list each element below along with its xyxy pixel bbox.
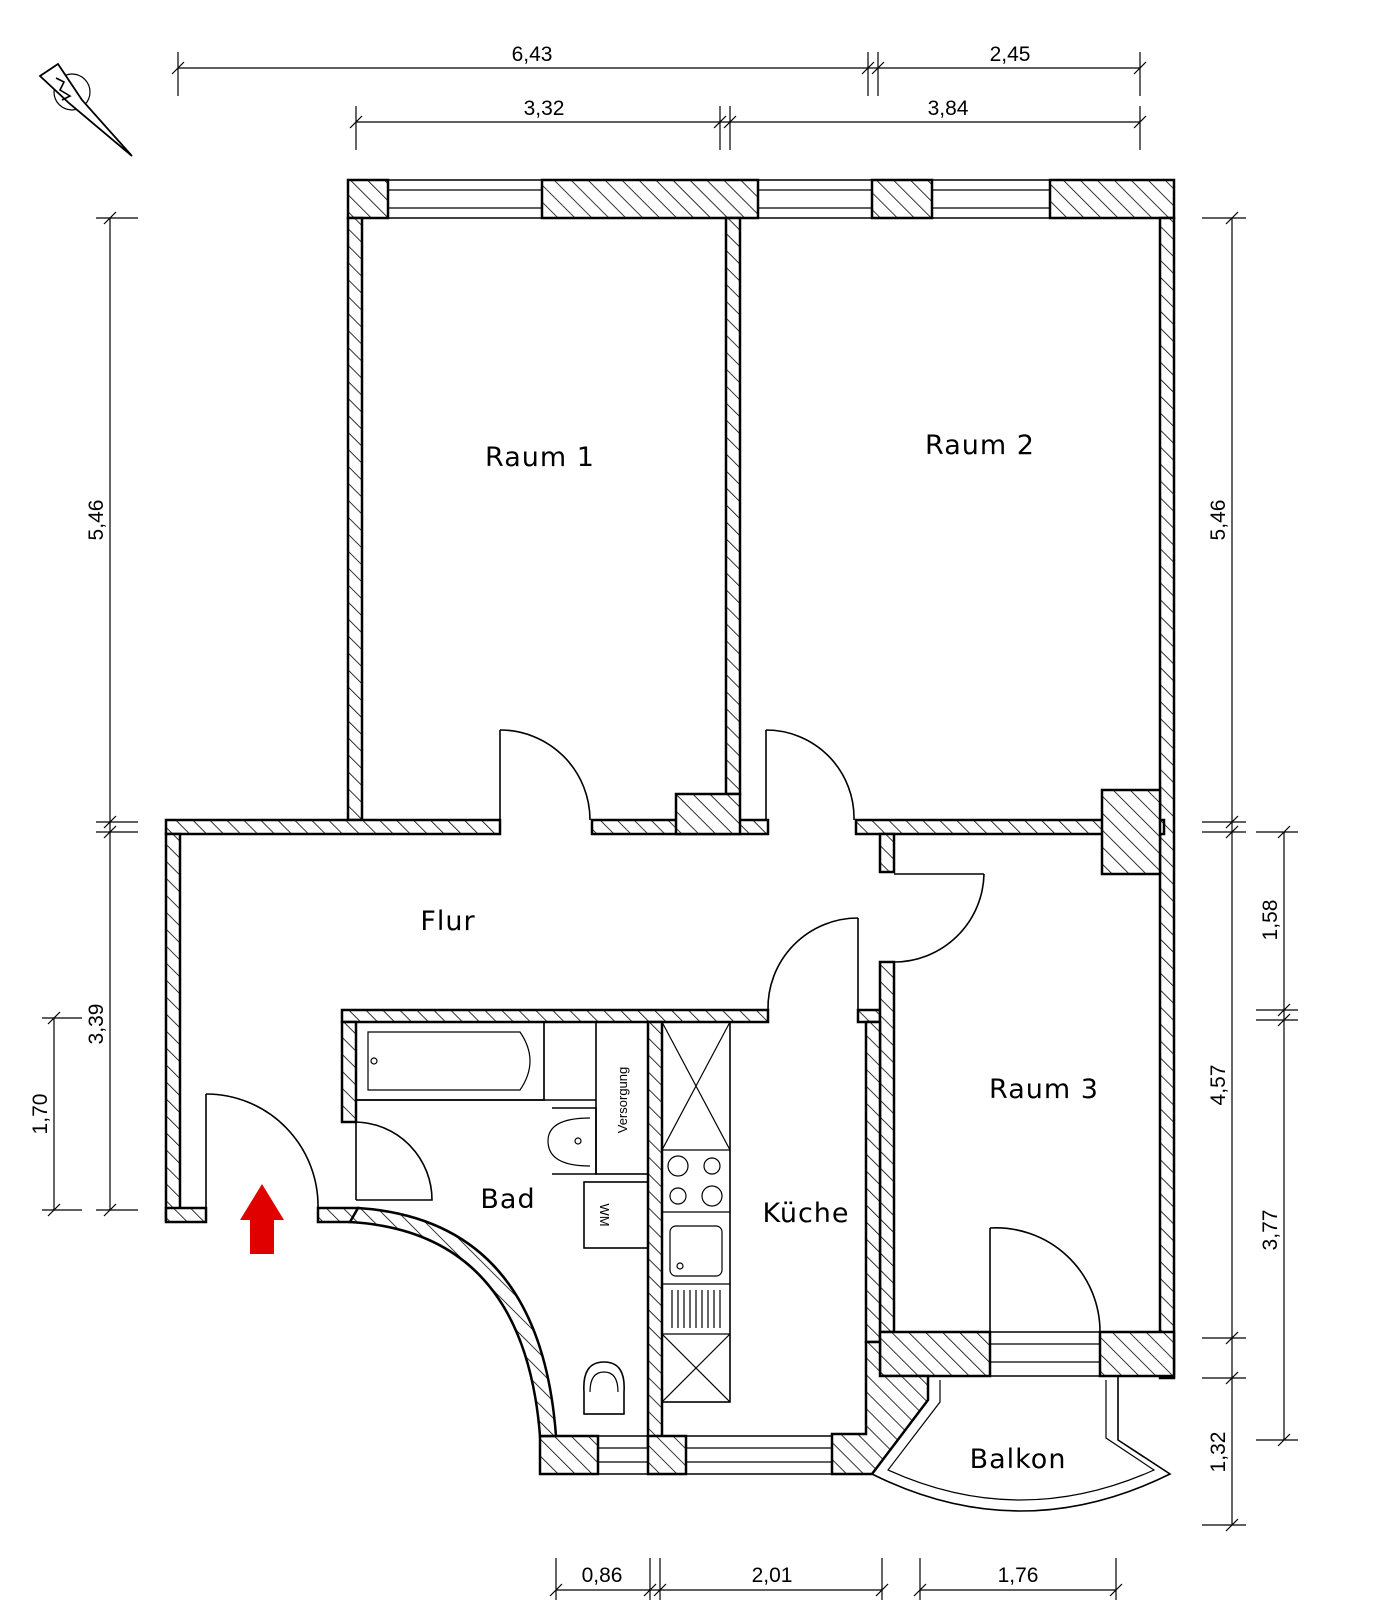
window-raum1	[388, 179, 542, 219]
wall-raum1-left	[346, 216, 364, 822]
room-label-raum2: Raum 2	[925, 430, 1035, 461]
sink-icon	[547, 1107, 597, 1175]
wall-hall-top-c	[854, 818, 1166, 836]
dim-label-left-5-46: 5,46	[85, 500, 108, 541]
room-label-flur: Flur	[420, 906, 475, 937]
dim-label-3-32: 3,32	[524, 97, 565, 120]
dim-label-4-57: 4,57	[1207, 1065, 1230, 1106]
wall-bath-top	[340, 1008, 770, 1024]
balcony	[870, 1376, 1172, 1512]
cabinet-icon	[661, 1021, 731, 1151]
window-bath	[598, 1435, 648, 1475]
wall-top-right	[1048, 178, 1176, 220]
wall-top-mid	[540, 178, 760, 220]
dim-label-0-86: 0,86	[582, 1564, 623, 1587]
wall-raum3-bottom-b	[1098, 1330, 1176, 1378]
wall-top-left	[346, 178, 390, 220]
window-kitchen	[686, 1435, 832, 1475]
room-label-kueche: Küche	[762, 1198, 849, 1229]
kitchen-fixtures	[661, 1021, 731, 1403]
wall-bath-bottom-a	[538, 1434, 600, 1476]
bathtub-icon	[355, 1021, 545, 1101]
room-label-bad: Bad	[480, 1184, 535, 1215]
dim-label-3-77: 3,77	[1259, 1210, 1282, 1251]
door-bath[interactable]	[355, 1121, 433, 1201]
dim-label-6-43: 6,43	[512, 43, 553, 66]
walls	[164, 178, 1176, 1476]
wall-hall-left	[164, 832, 182, 1222]
fridge-icon	[661, 1333, 731, 1403]
wall-raum3-left	[878, 960, 896, 1334]
room-label-balkon: Balkon	[970, 1444, 1067, 1475]
wall-bath-left	[340, 1020, 358, 1124]
wall-chimney-a	[674, 792, 742, 836]
dim-label-1-58: 1,58	[1259, 900, 1282, 941]
wall-raum3-bottom-a	[878, 1330, 992, 1378]
wall-hall-raum3	[878, 832, 896, 874]
dim-bottom	[549, 1558, 1123, 1600]
dim-right	[1202, 211, 1298, 1532]
wall-chimney-b	[1100, 788, 1162, 876]
stove-icon	[662, 1155, 730, 1213]
door-raum3[interactable]	[893, 873, 985, 963]
room-label-raum3: Raum 3	[989, 1074, 1099, 1105]
door-raum2[interactable]	[765, 729, 855, 821]
utility-shaft	[595, 1021, 649, 1175]
wall-curved-bath	[347, 1206, 558, 1438]
wall-partition-r1-r2	[724, 216, 742, 796]
window-raum2-b	[932, 179, 1050, 219]
north-arrow-icon	[38, 62, 133, 157]
wall-bath-bottom-b	[646, 1434, 688, 1476]
wall-hall-top-a	[164, 818, 502, 836]
dimension-lines: 6,43 2,45 3,32 3,84	[29, 43, 1298, 1600]
dim-left	[42, 211, 138, 1217]
door-raum1[interactable]	[499, 729, 591, 821]
dim-top-rooms	[349, 106, 1147, 150]
kitchen-sink-icon	[662, 1225, 730, 1285]
toilet-icon	[583, 1361, 625, 1415]
wall-bath-kitchen	[646, 1020, 664, 1448]
wall-hall-bottom-a	[164, 1206, 208, 1224]
windows	[388, 179, 1100, 1475]
doors	[205, 729, 1101, 1333]
room-label-raum1: Raum 1	[485, 442, 595, 473]
wall-kitchen-right	[864, 1020, 882, 1344]
label-versorgung: Versorgung	[615, 1067, 630, 1134]
wall-right-outer	[1158, 216, 1176, 1380]
wall-top-pier	[870, 178, 934, 220]
bath-fixtures: Versorgung WM	[355, 1021, 649, 1415]
dim-label-2-45: 2,45	[990, 43, 1031, 66]
wall-kitchen-top	[856, 1008, 882, 1024]
dim-label-3-84: 3,84	[928, 97, 969, 120]
door-kitchen[interactable]	[767, 917, 859, 1011]
drainboard-icon	[662, 1290, 730, 1335]
dim-label-right-5-46: 5,46	[1207, 500, 1230, 541]
dim-label-1-76: 1,76	[998, 1564, 1039, 1587]
balcony-door-frame	[990, 1331, 1100, 1377]
dim-top-total	[171, 52, 1147, 96]
window-raum2-a	[758, 179, 872, 219]
door-balkon[interactable]	[989, 1227, 1101, 1333]
label-wm: WM	[597, 1203, 612, 1226]
washing-machine-icon: WM	[583, 1181, 649, 1249]
dim-label-3-39: 3,39	[85, 1004, 108, 1045]
dim-label-1-70: 1,70	[29, 1094, 52, 1135]
door-entry[interactable]	[205, 1093, 319, 1209]
entry-arrow-icon	[240, 1184, 284, 1254]
dim-label-2-01: 2,01	[752, 1564, 793, 1587]
dim-label-1-32: 1,32	[1207, 1432, 1230, 1473]
